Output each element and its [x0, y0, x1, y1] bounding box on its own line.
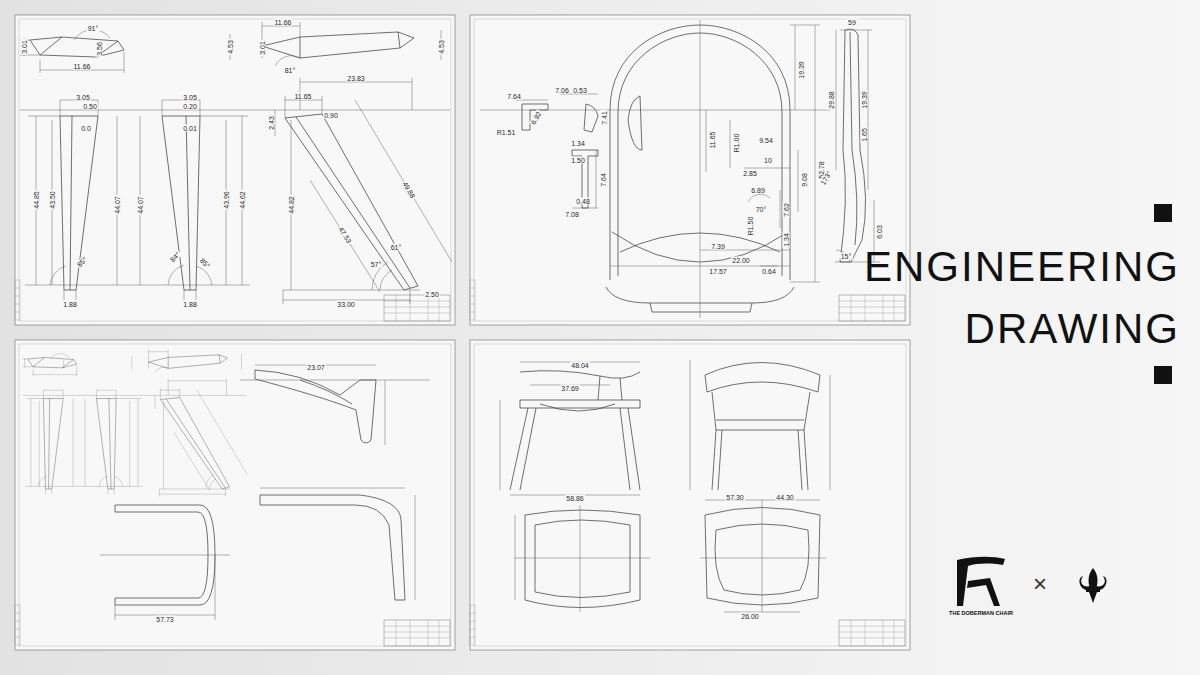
- dimension-label: 15°: [840, 253, 853, 260]
- dimension-label: 4.53: [438, 39, 445, 55]
- dimension-label: 48.04: [570, 362, 590, 369]
- dimension-label: 85°: [198, 256, 212, 270]
- dimension-label: 23.07: [306, 364, 326, 371]
- brand-name: THE DOBERMAN CHAIR: [948, 611, 1014, 617]
- fleur-de-lis: [1079, 568, 1106, 603]
- dimension-label: 43.50: [49, 190, 56, 210]
- dimension-label: 7.41: [601, 110, 608, 126]
- dimension-label: 19.39: [861, 90, 868, 110]
- dimension-label: 3.56: [96, 41, 103, 57]
- dimension-label: 17.57: [708, 268, 728, 275]
- dimension-label: 26.00: [740, 613, 760, 620]
- dimension-label: R1.00: [733, 133, 740, 154]
- dimension-label: 1.34: [783, 232, 790, 248]
- dimension-label: 19.39: [798, 60, 805, 80]
- dimension-label: R1.50: [747, 216, 754, 237]
- dimension-label: 49.88: [401, 180, 417, 200]
- backrest-drawings: [480, 20, 880, 318]
- dimension-label: 91°: [87, 25, 100, 32]
- dimension-label: 59: [847, 19, 857, 26]
- dimension-label: 0.20: [182, 103, 198, 110]
- dimension-label: 0.0: [80, 125, 92, 132]
- dimension-label: 2.85: [742, 170, 758, 177]
- dimension-label: 2.50: [424, 291, 440, 298]
- doberman-logo: [957, 557, 1005, 606]
- page-title: ENGINEERING DRAWING: [838, 236, 1180, 360]
- dimension-label: 70°: [755, 206, 768, 213]
- dimension-label: 58.86: [565, 495, 585, 502]
- leg-drawings: [20, 22, 452, 304]
- dimension-label: 11.65: [709, 131, 716, 150]
- dimension-label: 22.00: [731, 257, 751, 264]
- dimension-label: 1.50: [570, 157, 586, 164]
- chair-assembly-drawings: [500, 360, 830, 612]
- dimension-label: 1.88: [62, 301, 78, 308]
- dimension-label: 37.69: [560, 385, 580, 392]
- title-block: ENGINEERING DRAWING: [838, 236, 1180, 360]
- dimension-label: 29.88: [828, 90, 835, 110]
- dimension-label: 11.66: [73, 63, 92, 70]
- dimension-label: 2.43: [268, 115, 275, 131]
- dimension-label: 0.53: [572, 87, 588, 94]
- dimension-label: 57°: [370, 261, 383, 268]
- dimension-label: 10: [763, 157, 773, 164]
- dimension-label: 0.50: [82, 103, 98, 110]
- dimension-label: 1.65: [861, 127, 868, 143]
- dimension-label: 3.01: [259, 40, 266, 56]
- dimension-label: 44.62: [239, 190, 246, 210]
- dimension-label: 7.08: [564, 211, 580, 218]
- dimension-label: 44.30: [775, 494, 795, 501]
- dimension-label: 7.62: [783, 202, 790, 218]
- dimension-label: 44.85: [33, 190, 40, 210]
- dimension-label: 1.88: [182, 301, 198, 308]
- dimension-label: 11.66: [274, 19, 293, 26]
- dimension-label: 9.54: [758, 137, 774, 144]
- dimension-label: 47.53: [337, 225, 353, 245]
- dimension-label: 44.07: [137, 195, 144, 215]
- dimension-label: 7.64: [506, 93, 522, 100]
- dimension-label: 0.01: [182, 125, 198, 132]
- dimension-label: 33.00: [336, 301, 356, 308]
- dimension-label: 57.30: [725, 494, 745, 501]
- arm-drawings: [23, 350, 430, 620]
- dimension-label: 0.64: [761, 268, 777, 275]
- dimension-label: 1.34: [570, 140, 586, 147]
- dimension-label: 43.96: [223, 190, 230, 210]
- dimension-label: 23.83: [346, 75, 366, 82]
- dimension-label: 0.48: [575, 198, 591, 205]
- dimension-label: 44.82: [288, 195, 295, 215]
- dimension-label: 4.53: [227, 39, 234, 55]
- dimension-label: 85°: [75, 255, 89, 269]
- dimension-label: 61°: [390, 244, 403, 251]
- dimension-label: 3.01: [21, 39, 28, 55]
- dimension-label: 6.89: [750, 187, 766, 194]
- square-bullet: [1154, 204, 1172, 222]
- dimension-label: R1.51: [496, 129, 517, 136]
- square-bullet: [1154, 366, 1172, 384]
- dimension-label: 44.07: [114, 195, 121, 215]
- drawing-sheet: [15, 15, 910, 650]
- dimension-label: 57.73: [155, 616, 175, 623]
- dimension-label: 9.08: [801, 172, 808, 188]
- dimension-label: 3.05: [75, 94, 91, 101]
- dimension-label: 3.05: [182, 94, 198, 101]
- dimension-label: 84°: [168, 250, 182, 264]
- dimension-label: 0.90: [323, 112, 339, 119]
- multiply-sign: ×: [1032, 572, 1048, 596]
- dimension-label: 7.06: [554, 87, 570, 94]
- dimension-label: 6.03: [876, 224, 883, 240]
- dimension-label: 7.39: [710, 243, 726, 250]
- dimension-label: 11.65: [294, 93, 313, 100]
- dimension-label: 6.92: [529, 109, 543, 126]
- dimension-label: 7.64: [600, 172, 607, 188]
- dimension-label: 81°: [284, 67, 297, 74]
